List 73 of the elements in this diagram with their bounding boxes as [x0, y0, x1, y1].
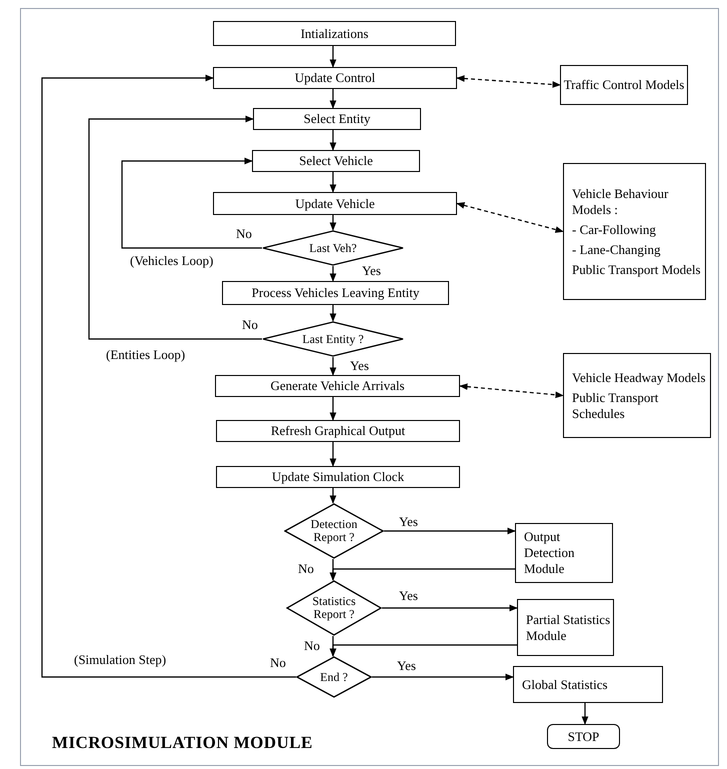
arrow — [88, 116, 262, 340]
arrow — [372, 674, 514, 680]
process-box — [213, 192, 457, 215]
decision-text: Last Entity ? — [301, 332, 365, 346]
diagram-title: MICROSIMULATION MODULE — [52, 732, 313, 754]
box-text: Process Vehicles Leaving Entity — [252, 285, 420, 301]
box-text: Update Control — [294, 70, 376, 86]
box-text: Select Vehicle — [299, 153, 373, 169]
arrow — [330, 568, 515, 581]
terminal-box — [547, 724, 620, 749]
box-text: - Lane-Changing — [572, 242, 660, 258]
dashed-arrow — [456, 75, 561, 88]
loop-label: (Entities Loop) — [106, 347, 186, 362]
arrow — [330, 357, 336, 376]
box-text: Vehicle Headway Models — [572, 370, 706, 386]
box-text: Output Detection Module — [524, 529, 576, 577]
process-box — [515, 523, 613, 583]
process-box — [513, 666, 663, 703]
box-text: Update Simulation Clock — [272, 469, 404, 485]
process-box — [563, 353, 711, 438]
decision-text: Last Veh? — [308, 242, 358, 254]
box-text: Select Entity — [304, 111, 370, 127]
process-box — [213, 21, 456, 46]
arrow — [330, 89, 336, 109]
decision-diamond — [262, 321, 404, 357]
box-text: - Car-Following — [572, 222, 656, 238]
process-box — [252, 150, 420, 172]
dashed-arrow — [459, 383, 564, 398]
process-box — [216, 466, 460, 488]
arrow — [330, 215, 336, 231]
dashed-arrow — [456, 202, 564, 233]
process-box — [253, 108, 421, 130]
process-box — [563, 163, 706, 300]
box-text: Traffic Control Models — [564, 77, 684, 93]
box-text: Intializations — [300, 26, 368, 42]
arrow — [330, 130, 336, 151]
process-box — [560, 65, 688, 105]
arrow — [382, 604, 518, 612]
box-text: Public Transport Schedules — [572, 390, 660, 422]
arrow — [582, 703, 588, 725]
arrow — [330, 644, 517, 657]
decision-diamond — [286, 580, 382, 636]
decision-text: Detection Report ? — [310, 518, 358, 544]
arrow — [330, 46, 336, 68]
arrow — [121, 158, 262, 249]
decision-text: Statistics Report ? — [311, 595, 357, 621]
arrow — [41, 74, 296, 678]
process-box — [517, 599, 614, 656]
arrow — [384, 528, 516, 534]
box-text: Public Transport Models — [572, 262, 701, 278]
loop-label: (Vehicles Loop) — [130, 253, 214, 268]
decision-diamond — [284, 503, 384, 559]
decision-text: End ? — [319, 670, 349, 684]
box-text: Global Statistics — [522, 676, 608, 692]
process-box — [215, 375, 460, 397]
arrow — [330, 442, 336, 467]
arrow — [330, 488, 336, 504]
decision-diamond — [262, 230, 404, 266]
decision-diamond — [296, 656, 372, 698]
box-text: Partial Statistics Module — [526, 612, 612, 644]
box-text: STOP — [568, 728, 600, 744]
arrow — [330, 305, 336, 322]
box-text: Generate Vehicle Arrivals — [270, 378, 405, 394]
loop-label: (Simulation Step) — [74, 652, 166, 667]
process-box — [216, 420, 460, 442]
box-text: Update Vehicle — [295, 196, 375, 212]
arrow — [330, 172, 336, 193]
box-text: Refresh Graphical Output — [270, 423, 406, 439]
process-box — [222, 281, 449, 305]
box-text: Vehicle Behaviour Models : — [572, 186, 670, 218]
process-box — [213, 67, 457, 89]
arrow — [330, 397, 336, 421]
arrow — [330, 266, 336, 282]
